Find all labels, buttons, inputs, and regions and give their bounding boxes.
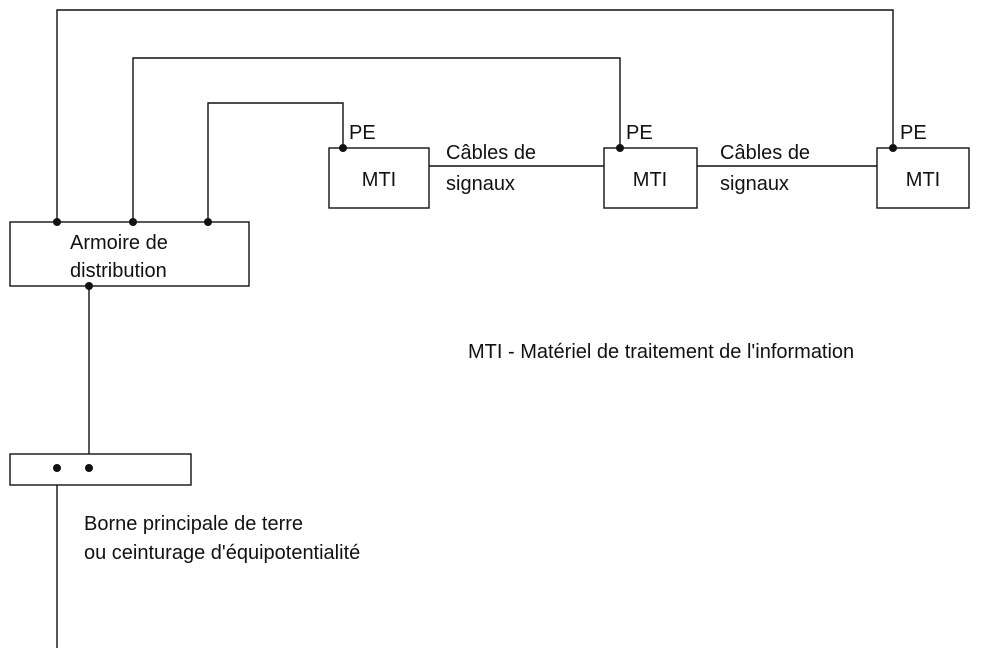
connection-dot [85, 282, 93, 290]
signal-cable-label-2-line2: signaux [720, 173, 789, 195]
terminal-label-line2: ou ceinturage d'équipotentialité [84, 542, 360, 564]
mti-box-1 [328, 147, 430, 209]
pe-label-3: PE [900, 122, 927, 144]
connection-dot [53, 218, 61, 226]
mti-label-3: MTI [906, 169, 940, 191]
connection-dot [85, 464, 93, 472]
connection-dot [204, 218, 212, 226]
signal-cable-label-2-line1: Câbles de [720, 142, 810, 164]
pe-label-2: PE [626, 122, 653, 144]
signal-cable-label-1-line2: signaux [446, 173, 515, 195]
mti-box-3 [876, 147, 970, 209]
mti-box-2 [603, 147, 698, 209]
main-earth-terminal-box [9, 453, 192, 486]
mti-label-1: MTI [362, 169, 396, 191]
connection-dot [889, 144, 897, 152]
connection-dot [129, 218, 137, 226]
connection-dot [616, 144, 624, 152]
wire-cabinet-to-mti-3 [56, 9, 894, 222]
pe-label-1: PE [349, 122, 376, 144]
cabinet-label-line2: distribution [70, 260, 167, 282]
mti-label-2: MTI [633, 169, 667, 191]
legend-text: MTI - Matériel de traitement de l'inform… [468, 341, 854, 363]
connection-dot [53, 464, 61, 472]
connection-dot [339, 144, 347, 152]
wire-cabinet-to-mti-1 [207, 102, 344, 222]
wire-cabinet-to-mti-2 [132, 57, 621, 222]
terminal-label-line1: Borne principale de terre [84, 513, 303, 535]
signal-cable-label-1-line1: Câbles de [446, 142, 536, 164]
cabinet-label-line1: Armoire de [70, 232, 168, 254]
